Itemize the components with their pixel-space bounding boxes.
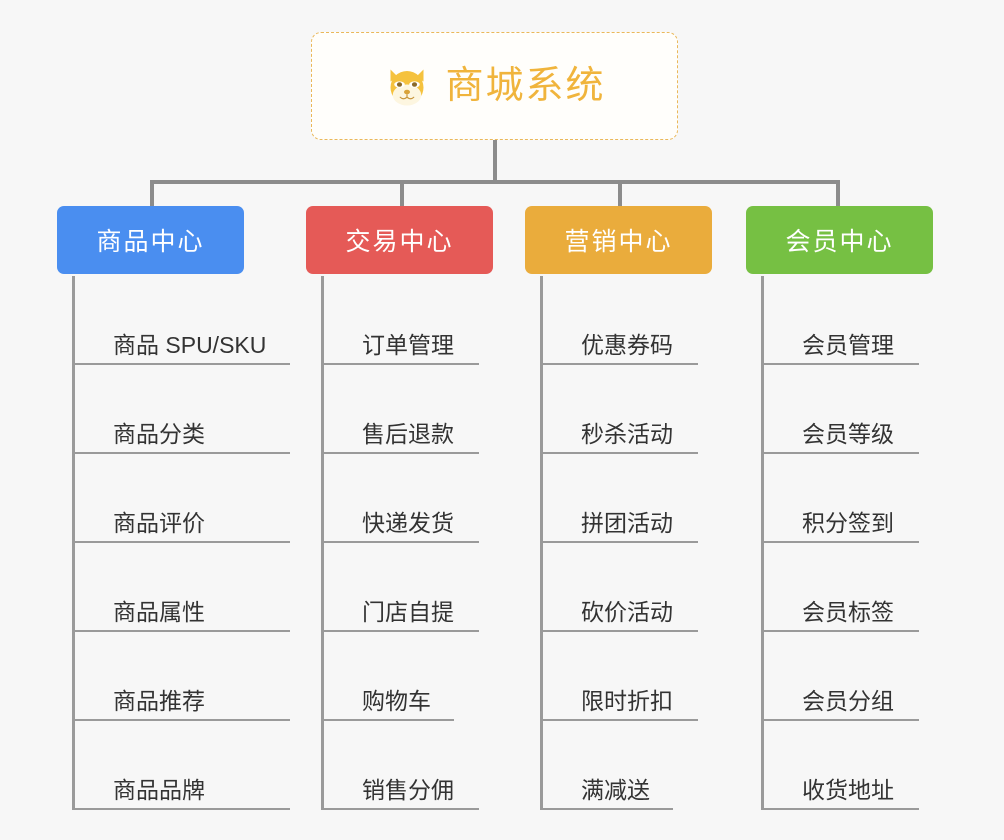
leaf-underline xyxy=(324,808,479,810)
leaf-item[interactable]: 秒杀活动 xyxy=(543,365,698,454)
leaf-item[interactable]: 满减送 xyxy=(543,721,673,810)
leaf-item-label: 积分签到 xyxy=(802,509,894,536)
leaf-underline xyxy=(324,541,479,543)
leaf-item-label: 商品品牌 xyxy=(113,776,205,803)
leaf-item-label: 商品分类 xyxy=(113,420,205,447)
leaf-item-label: 拼团活动 xyxy=(581,509,673,536)
leaf-underline xyxy=(75,630,290,632)
leaf-item-label: 销售分佣 xyxy=(362,776,454,803)
leaf-item[interactable]: 限时折扣 xyxy=(543,632,698,721)
leaf-underline xyxy=(543,541,698,543)
leaf-underline xyxy=(75,808,290,810)
leaf-item[interactable]: 订单管理 xyxy=(324,276,479,365)
leaf-underline xyxy=(764,452,919,454)
branch-header-label: 交易中心 xyxy=(345,228,454,256)
leaf-item-label: 满减送 xyxy=(581,776,650,803)
leaf-item-label: 会员分组 xyxy=(802,687,894,714)
leaf-item-label: 商品推荐 xyxy=(113,687,205,714)
leaf-item[interactable]: 商品评价 xyxy=(75,454,290,543)
leaf-underline xyxy=(543,452,698,454)
leaf-item[interactable]: 收货地址 xyxy=(764,721,919,810)
leaf-item[interactable]: 商品 SPU/SKU xyxy=(75,276,290,365)
leaf-item[interactable]: 销售分佣 xyxy=(324,721,479,810)
leaf-item-label: 秒杀活动 xyxy=(581,420,673,447)
branch-header-label: 会员中心 xyxy=(785,228,894,256)
leaf-underline xyxy=(324,719,454,721)
leaf-item[interactable]: 售后退款 xyxy=(324,365,479,454)
leaf-item[interactable]: 门店自提 xyxy=(324,543,479,632)
leaf-column-1: 商品 SPU/SKU 商品分类 商品评价 商品属性 商品推荐 商品品牌 xyxy=(72,276,290,810)
leaf-item-label: 收货地址 xyxy=(802,776,894,803)
leaf-column-2: 订单管理 售后退款 快递发货 门店自提 购物车 销售分佣 xyxy=(321,276,479,810)
branch-header-2[interactable]: 交易中心 xyxy=(306,206,493,274)
leaf-item[interactable]: 积分签到 xyxy=(764,454,919,543)
leaf-underline xyxy=(764,541,919,543)
connector-horizontal-bus xyxy=(150,180,840,184)
leaf-item-label: 会员管理 xyxy=(802,331,894,358)
leaf-underline xyxy=(75,719,290,721)
leaf-item-label: 限时折扣 xyxy=(581,687,673,714)
shiba-dog-face-icon xyxy=(390,69,424,106)
leaf-item-label: 会员标签 xyxy=(802,598,894,625)
leaf-item-label: 商品属性 xyxy=(113,598,205,625)
root-title: 商城系统 xyxy=(445,65,606,107)
leaf-item-label: 门店自提 xyxy=(362,598,454,625)
leaf-item-label: 商品 SPU/SKU xyxy=(113,331,267,358)
leaf-item-label: 快递发货 xyxy=(362,509,454,536)
branch-header-1[interactable]: 商品中心 xyxy=(57,206,244,274)
connector-drop-2 xyxy=(400,180,404,208)
leaf-underline xyxy=(764,808,919,810)
root-node[interactable]: 商城系统 xyxy=(311,32,678,140)
leaf-underline xyxy=(543,808,673,810)
leaf-item[interactable]: 快递发货 xyxy=(324,454,479,543)
leaf-underline xyxy=(543,719,698,721)
leaf-underline xyxy=(543,630,698,632)
leaf-underline xyxy=(324,363,479,365)
leaf-column-3: 优惠券码 秒杀活动 拼团活动 砍价活动 限时折扣 满减送 xyxy=(540,276,698,810)
leaf-item[interactable]: 会员分组 xyxy=(764,632,919,721)
connector-drop-4 xyxy=(836,180,840,208)
leaf-item[interactable]: 会员管理 xyxy=(764,276,919,365)
leaf-underline xyxy=(324,630,479,632)
connector-root-stem xyxy=(493,140,497,183)
leaf-item[interactable]: 会员等级 xyxy=(764,365,919,454)
leaf-underline xyxy=(75,541,290,543)
leaf-item[interactable]: 商品属性 xyxy=(75,543,290,632)
leaf-item-label: 购物车 xyxy=(362,687,431,714)
leaf-underline xyxy=(75,363,290,365)
branch-header-label: 营销中心 xyxy=(564,228,673,256)
leaf-item-label: 售后退款 xyxy=(362,420,454,447)
leaf-underline xyxy=(543,363,698,365)
leaf-item[interactable]: 优惠券码 xyxy=(543,276,698,365)
leaf-underline xyxy=(764,363,919,365)
leaf-item-label: 砍价活动 xyxy=(581,598,673,625)
leaf-underline xyxy=(75,452,290,454)
branch-header-4[interactable]: 会员中心 xyxy=(746,206,933,274)
leaf-item[interactable]: 商品推荐 xyxy=(75,632,290,721)
leaf-item-label: 优惠券码 xyxy=(581,331,673,358)
connector-drop-1 xyxy=(150,180,154,208)
leaf-item[interactable]: 商品品牌 xyxy=(75,721,290,810)
leaf-underline xyxy=(764,630,919,632)
leaf-item[interactable]: 砍价活动 xyxy=(543,543,698,632)
leaf-underline xyxy=(764,719,919,721)
leaf-item-label: 订单管理 xyxy=(362,331,454,358)
leaf-item[interactable]: 商品分类 xyxy=(75,365,290,454)
leaf-item-label: 商品评价 xyxy=(113,509,205,536)
leaf-item[interactable]: 购物车 xyxy=(324,632,454,721)
leaf-item-label: 会员等级 xyxy=(802,420,894,447)
leaf-underline xyxy=(324,452,479,454)
branch-header-3[interactable]: 营销中心 xyxy=(525,206,712,274)
branch-header-label: 商品中心 xyxy=(96,228,205,256)
leaf-item[interactable]: 会员标签 xyxy=(764,543,919,632)
connector-drop-3 xyxy=(618,180,622,208)
leaf-column-4: 会员管理 会员等级 积分签到 会员标签 会员分组 收货地址 xyxy=(761,276,919,810)
leaf-item[interactable]: 拼团活动 xyxy=(543,454,698,543)
